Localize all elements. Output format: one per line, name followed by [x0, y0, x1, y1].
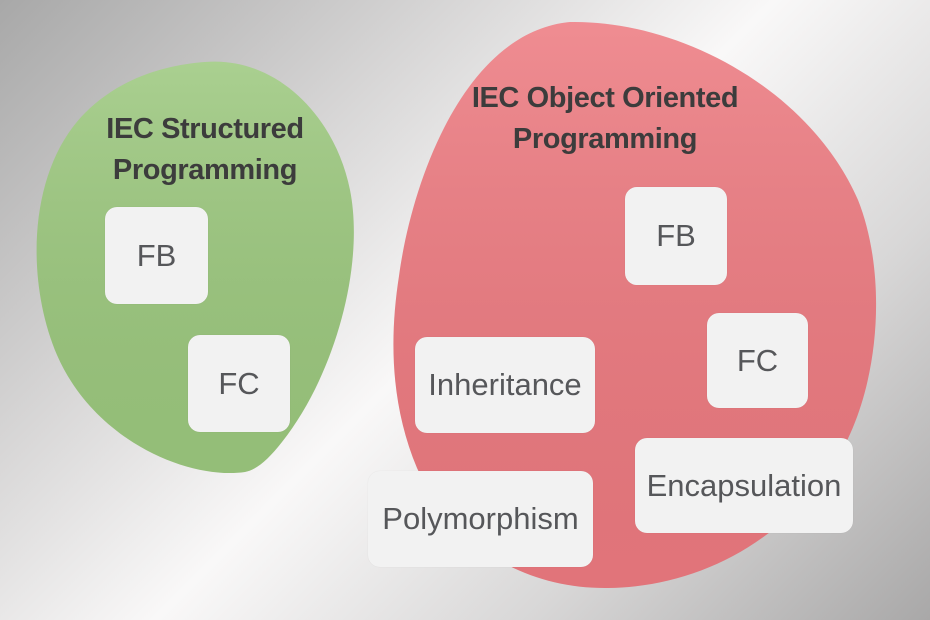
oop-fc-card: FC	[707, 313, 808, 408]
oop-title-line1: IEC Object Oriented	[471, 82, 739, 114]
structured-fb-card: FB	[105, 207, 208, 304]
oop-title-line2: Programming	[512, 123, 698, 155]
oop-encapsulation-card: Encapsulation	[635, 438, 853, 533]
oop-polymorphism-card: Polymorphism	[368, 471, 593, 567]
oop-inheritance-card: Inheritance	[415, 337, 595, 433]
oop-title: IEC Object Oriented Programming	[440, 78, 770, 160]
structured-title-line1: IEC Structured	[106, 113, 304, 145]
structured-title: IEC Structured Programming	[55, 109, 355, 191]
oop-fb-card: FB	[625, 187, 727, 285]
structured-title-line2: Programming	[112, 154, 298, 186]
structured-fc-card: FC	[188, 335, 290, 432]
